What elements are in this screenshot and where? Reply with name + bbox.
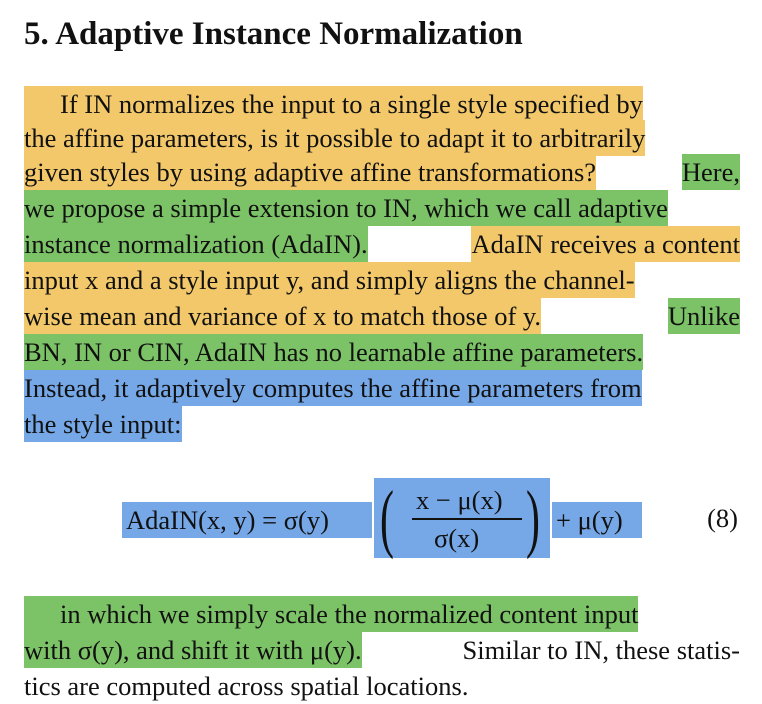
paragraph-line: in which we simply scale the normalized … [24, 596, 740, 632]
text-segment: the style input: [24, 406, 182, 442]
text-segment: If IN normalizes the input to a single s… [24, 86, 643, 122]
section-number: 5. [24, 16, 49, 52]
paragraph-line: tics are computed across spatial locatio… [24, 668, 740, 704]
paragraph-line: input x and a style input y, and simply … [24, 262, 740, 298]
right-paren: ) [526, 476, 540, 560]
text-segment: wise mean and variance of x to match tho… [24, 298, 542, 334]
paragraph-line: BN, IN or CIN, AdaIN has no learnable af… [24, 334, 740, 370]
text-segment: tics are computed across spatial locatio… [24, 671, 469, 701]
paragraph-line: with σ(y), and shift it with μ(y). Simil… [24, 632, 740, 668]
equation-denominator: σ(x) [434, 523, 480, 553]
text-segment: instance normalization (AdaIN). [24, 226, 368, 262]
equation-adain: AdaIN(x, y) = σ(y) ( x − μ(x) σ(x) ) + μ… [0, 478, 762, 574]
text-segment: input x and a style input y, and simply … [24, 262, 635, 298]
fraction-bar [412, 518, 522, 520]
text-segment: AdaIN receives a content [471, 226, 740, 262]
paragraph-line: wise mean and variance of x to match tho… [24, 298, 740, 334]
paragraph-line: the affine parameters, is it possible to… [24, 120, 740, 156]
text-segment: Unlike [667, 298, 740, 334]
left-paren: ( [380, 476, 394, 560]
equation-number: (8) [707, 503, 738, 533]
paragraph-line: we propose a simple extension to IN, whi… [24, 190, 740, 226]
text-segment: Similar to IN, these statis- [462, 635, 740, 665]
text-segment: in which we simply scale the normalized … [24, 596, 639, 632]
section-heading: 5. Adaptive Instance Normalization [24, 14, 523, 54]
text-segment: the affine parameters, is it possible to… [24, 120, 646, 156]
equation-lhs: AdaIN(x, y) = σ(y) [126, 505, 329, 535]
text-segment: BN, IN or CIN, AdaIN has no learnable af… [24, 334, 644, 370]
equation-highlight [552, 502, 642, 538]
paragraph-line: If IN normalizes the input to a single s… [24, 86, 740, 122]
text-segment: Here, [681, 154, 740, 190]
text-segment: we propose a simple extension to IN, whi… [24, 190, 668, 226]
section-title: Adaptive Instance Normalization [55, 16, 523, 52]
paragraph-line: the style input: [24, 406, 740, 442]
paragraph-line: given styles by using adaptive affine tr… [24, 154, 740, 190]
text-segment: with σ(y), and shift it with μ(y). [24, 632, 362, 668]
paragraph-line: Instead, it adaptively computes the affi… [24, 370, 740, 406]
text-segment: given styles by using adaptive affine tr… [24, 154, 597, 190]
equation-numerator: x − μ(x) [416, 485, 503, 515]
equation-rhs: + μ(y) [556, 505, 623, 535]
equation-highlight [122, 502, 372, 538]
text-segment: Instead, it adaptively computes the affi… [24, 370, 642, 406]
paragraph-line: instance normalization (AdaIN). AdaIN re… [24, 226, 740, 262]
